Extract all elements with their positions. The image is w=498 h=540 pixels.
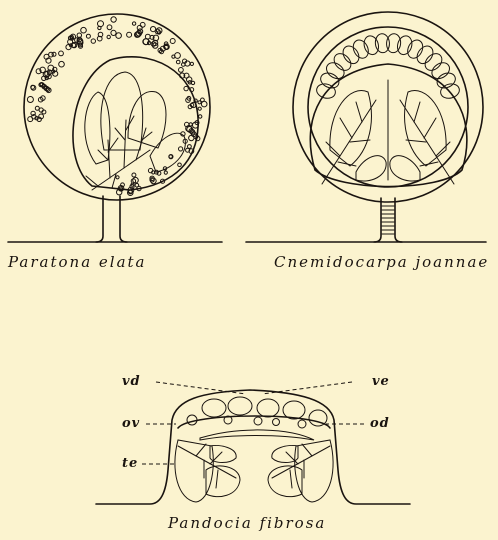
cnemidocarpa-joannae-drawing — [246, 12, 486, 242]
caption-pandocia-fibrosa: Pandocia fibrosa — [168, 514, 326, 532]
caption-paratona-elata: Paratona elata — [8, 253, 147, 271]
label-od: od — [370, 416, 390, 431]
pandocia-fibrosa-drawing — [96, 382, 410, 504]
label-vd: vd — [122, 374, 141, 389]
label-ve: ve — [372, 374, 390, 389]
label-te: te — [122, 456, 138, 471]
caption-cnemidocarpa-joannae: Cnemidocarpa joannae — [274, 253, 489, 271]
paratona-elata-drawing — [8, 14, 222, 242]
label-ov: ov — [122, 416, 140, 431]
